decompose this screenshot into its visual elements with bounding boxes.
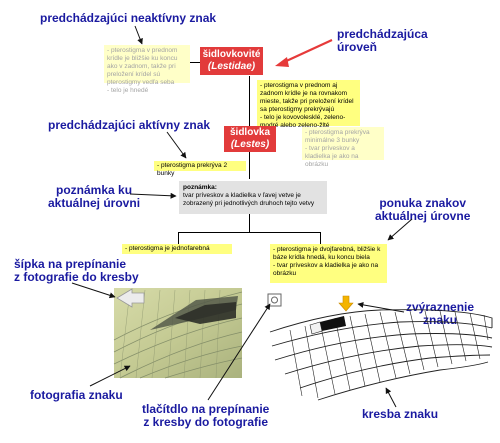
callout-line: znaku — [423, 313, 458, 327]
red-pointer-arrow — [275, 39, 333, 67]
connector — [178, 232, 179, 244]
callout-line: úroveň — [337, 40, 378, 54]
previous-inactive-character[interactable]: pterostigma v prednom krídle je bližšie … — [104, 45, 190, 94]
callout-line: poznámka ku — [56, 183, 133, 197]
connector — [190, 62, 200, 63]
character-line: pterostigma prekrýva 2 bunky — [157, 162, 243, 178]
level-note: poznámka: tvar príveskov a kladielka v ľ… — [179, 181, 327, 214]
character-line: telo je hnedé — [107, 87, 187, 95]
callout-line: z fotografie do kresby — [14, 270, 139, 284]
previous-chosen-character[interactable]: pterostigma prekrýva 2 bunky — [154, 161, 246, 177]
callout-line: aktuálnej úrovni — [48, 196, 141, 210]
callout-previous-active: predchádzajúci aktívny znak — [48, 118, 211, 132]
level-name: šidlovka — [229, 127, 271, 138]
callout-note: poznámka ku aktuálnej úrovni — [48, 184, 140, 210]
callout-previous-level: predchádzajúca úroveň — [337, 28, 428, 54]
callout-line: šípka na prepínanie — [14, 257, 127, 271]
option-right[interactable]: pterostigma je dvojfarebná, bližšie k bá… — [270, 244, 387, 283]
note-text: tvar príveskov a kladielka v ľavej vetve… — [183, 192, 315, 207]
pterostigma-highlight — [309, 316, 346, 335]
option-left[interactable]: pterostigma je jednofarebná — [122, 244, 232, 254]
connector — [249, 152, 250, 179]
callout-toggle-arrow: šípka na prepínanie z fotografie do kres… — [14, 258, 139, 284]
character-line: pterostigma je jednofarebná — [125, 245, 229, 253]
callout-line: z kresby do fotografie — [143, 415, 269, 429]
callout-previous-inactive: predchádzajúci neaktívny znak — [40, 11, 217, 25]
character-line: pterostigma je dvojfarebná, bližšie k bá… — [273, 246, 384, 262]
toggle-arrow-button[interactable] — [116, 288, 145, 308]
callout-offer: ponuka znakov aktuálnej úrovne — [375, 197, 470, 223]
camera-toggle-button[interactable] — [267, 293, 282, 307]
callout-photo: fotografia znaku — [30, 388, 123, 402]
note-label: poznámka: — [183, 184, 217, 191]
character-line: tvar príveskov a kladielka je ako na obr… — [305, 145, 381, 169]
highlight-arrow-icon — [338, 295, 354, 312]
callout-line: tlačítdlo na prepínanie — [142, 402, 270, 416]
connector — [178, 232, 321, 233]
current-level-genus[interactable]: šidlovka (Lestes) — [224, 126, 276, 152]
callout-line: ponuka znakov — [379, 196, 467, 210]
level-name: šidlovkovité — [202, 49, 261, 60]
level-latin: (Lestidae) — [207, 61, 256, 72]
character-line: tvar príveskov a kladielka je ako na obr… — [273, 262, 384, 278]
connector — [249, 76, 250, 126]
character-line: pterostigma v prednom aj zadnom krídle j… — [260, 82, 357, 114]
callout-drawing: kresba znaku — [362, 407, 439, 421]
character-line: telo je kovovolesklé, zeleno-modré alebo… — [260, 114, 357, 130]
connector — [249, 214, 250, 232]
level-latin: (Lestes) — [230, 139, 270, 150]
previous-active-character[interactable]: pterostigma v prednom aj zadnom krídle j… — [257, 80, 360, 129]
callout-line: predchádzajúca — [337, 27, 428, 41]
callout-toggle-button: tlačítdlo na prepínanie z kresby do foto… — [142, 403, 269, 429]
alternative-inactive-character[interactable]: pterostigma prekrýva minimálne 3 bunky t… — [302, 127, 384, 168]
callout-line: aktuálnej úrovne — [375, 209, 471, 223]
previous-level-family[interactable]: šidlovkovité (Lestidae) — [200, 47, 263, 75]
connector — [320, 232, 321, 244]
wing-drawing — [269, 309, 493, 401]
callout-pointers — [71, 25, 413, 408]
character-line: pterostigma prekrýva minimálne 3 bunky — [305, 129, 381, 145]
character-line: pterostigma v prednom krídle je bližšie … — [107, 47, 187, 87]
